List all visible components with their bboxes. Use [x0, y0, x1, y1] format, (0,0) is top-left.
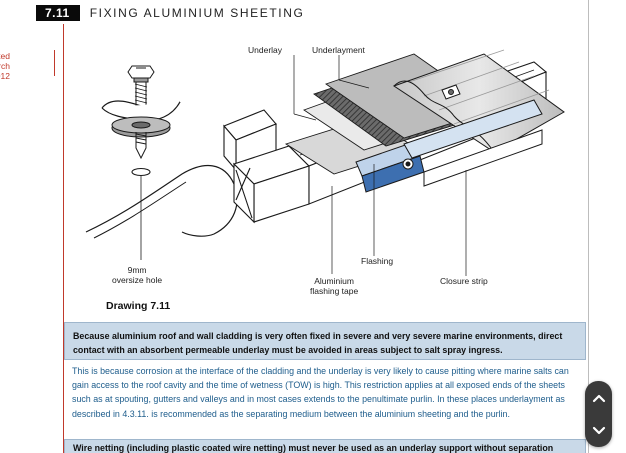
label-closure-strip: Closure strip: [440, 276, 488, 286]
section-header: 7.11 FIXING ALUMINIUM SHEETING: [36, 5, 304, 21]
label-line: flashing tape: [310, 286, 359, 296]
callout-text: Because aluminium roof and wall cladding…: [73, 331, 563, 355]
label-underlay: Underlay: [248, 45, 283, 55]
section-number: 7.11: [36, 5, 80, 21]
update-note: updated March 2012: [0, 51, 10, 81]
label-oversize-hole: 9mm oversize hole: [112, 265, 162, 285]
section-title: FIXING ALUMINIUM SHEETING: [89, 6, 305, 20]
screw-fixing: [85, 65, 238, 260]
body-paragraph: This is because corrosion at the interfa…: [72, 366, 569, 419]
label-line: oversize hole: [112, 275, 163, 285]
update-marker: [54, 50, 55, 76]
page-navigation: [585, 381, 612, 447]
next-page-button[interactable]: [587, 418, 611, 444]
callout-box: Because aluminium roof and wall cladding…: [64, 322, 586, 360]
callout-box-2: Wire netting (including plastic coated w…: [64, 439, 586, 453]
drawing-caption: Drawing 7.11: [106, 300, 171, 312]
label-flashing: Flashing: [361, 256, 394, 266]
leader-lines: [293, 55, 467, 276]
chevron-down-icon: [592, 426, 605, 434]
label-aluminium-tape: Aluminium flashing tape: [310, 276, 358, 296]
label-underlayment: Underlayment: [312, 45, 365, 55]
document-page: 7.11 FIXING ALUMINIUM SHEETING updated M…: [0, 0, 589, 453]
margin-rule: [63, 24, 64, 453]
roof-fixing-drawing: [85, 49, 565, 276]
label-line: Aluminium: [314, 276, 354, 286]
callout-text-2: Wire netting (including plastic coated w…: [73, 443, 554, 453]
flashing-and-closure: [355, 99, 543, 193]
previous-page-button[interactable]: [587, 385, 611, 411]
update-note-line: 2012: [0, 71, 10, 81]
chevron-up-icon: [592, 394, 605, 402]
label-line: 9mm: [127, 265, 147, 275]
update-note-line: updated: [0, 51, 10, 61]
update-note-line: March: [0, 61, 10, 71]
